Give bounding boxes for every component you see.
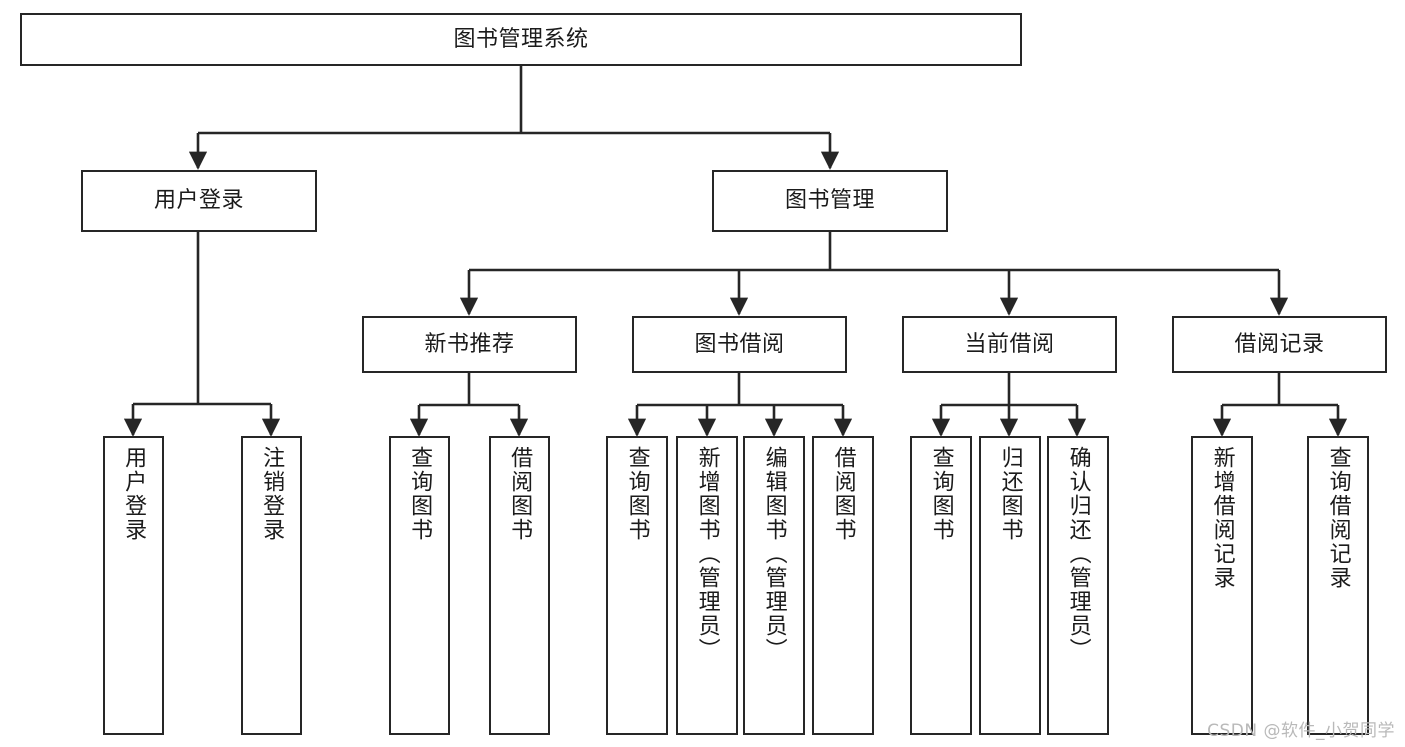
node-label: 当前借阅	[964, 331, 1055, 357]
node-book-borrow[interactable]: 图书借阅	[632, 316, 847, 373]
node-new-book-recommend[interactable]: 新书推荐	[362, 316, 577, 373]
leaf-user-login-logout[interactable]: 注销登录	[241, 436, 302, 735]
node-label: 借阅图书	[830, 446, 856, 542]
node-label: 归还图书	[997, 446, 1023, 542]
leaf-book-borrow-edit-book-admin[interactable]: 编辑图书（管理员）	[743, 436, 805, 735]
node-label: 用户登录	[153, 188, 244, 214]
node-label: 查询借阅记录	[1325, 446, 1351, 590]
leaf-book-borrow-query-book[interactable]: 查询图书	[606, 436, 668, 735]
node-label: 图书管理系统	[453, 26, 589, 52]
leaf-current-borrow-return-book[interactable]: 归还图书	[979, 436, 1041, 735]
node-label: 图书管理	[784, 188, 875, 214]
node-label: 注销登录	[259, 446, 285, 542]
node-root-book-management-system[interactable]: 图书管理系统	[20, 13, 1022, 66]
node-label: 查询图书	[624, 446, 650, 542]
leaf-current-borrow-query-book[interactable]: 查询图书	[910, 436, 972, 735]
node-label: 新书推荐	[424, 331, 515, 357]
node-label: 查询图书	[928, 446, 954, 542]
csdn-watermark: CSDN @软件_小贺同学	[1207, 721, 1395, 741]
node-label: 新增图书（管理员）	[694, 446, 720, 662]
leaf-new-book-borrow-book[interactable]: 借阅图书	[489, 436, 550, 735]
node-user-login[interactable]: 用户登录	[81, 170, 317, 232]
node-label: 借阅图书	[507, 446, 533, 542]
leaf-new-book-query-book[interactable]: 查询图书	[389, 436, 450, 735]
leaf-user-login-login[interactable]: 用户登录	[103, 436, 164, 735]
node-label: 编辑图书（管理员）	[761, 446, 787, 662]
leaf-borrow-record-query-record[interactable]: 查询借阅记录	[1307, 436, 1369, 735]
leaf-current-borrow-confirm-return-admin[interactable]: 确认归还（管理员）	[1047, 436, 1109, 735]
leaf-borrow-record-add-record[interactable]: 新增借阅记录	[1191, 436, 1253, 735]
node-label: 图书借阅	[694, 331, 785, 357]
node-book-management[interactable]: 图书管理	[712, 170, 948, 232]
node-label: 新增借阅记录	[1209, 446, 1235, 590]
node-label: 用户登录	[121, 446, 147, 542]
leaf-book-borrow-borrow-book[interactable]: 借阅图书	[812, 436, 874, 735]
leaf-book-borrow-add-book-admin[interactable]: 新增图书（管理员）	[676, 436, 738, 735]
node-label: 确认归还（管理员）	[1065, 446, 1091, 662]
node-borrow-record[interactable]: 借阅记录	[1172, 316, 1387, 373]
node-current-borrow[interactable]: 当前借阅	[902, 316, 1117, 373]
node-label: 查询图书	[407, 446, 433, 542]
node-label: 借阅记录	[1234, 331, 1325, 357]
